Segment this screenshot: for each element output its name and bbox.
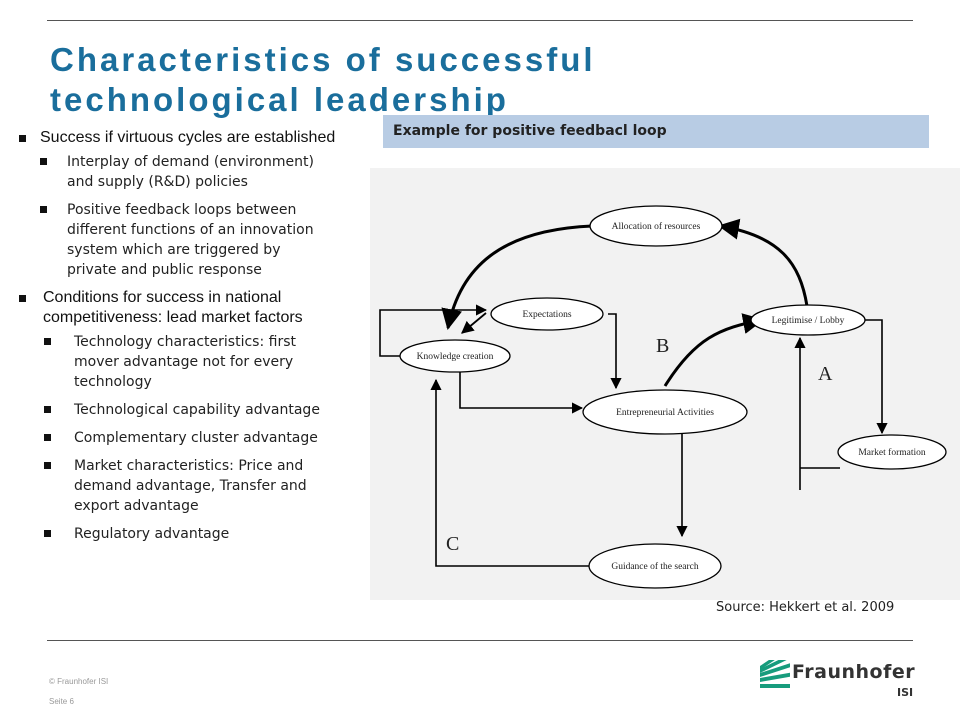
bottom-rule <box>47 640 913 641</box>
bullet-list: Success if virtuous cycles are establish… <box>18 128 363 658</box>
edge-knowledge-loop <box>379 304 488 357</box>
top-rule <box>47 20 913 21</box>
square-bullet-icon <box>40 206 47 213</box>
square-bullet-icon <box>19 135 26 142</box>
node-label: Entrepreneurial Activities <box>616 408 714 418</box>
edge-knowledge-to-entrepreneurial <box>459 368 584 414</box>
edge-legitimise-to-allocation <box>717 218 809 307</box>
square-bullet-icon <box>44 462 51 469</box>
node-label: Market formation <box>858 447 926 458</box>
node-entrepreneurial: Entrepreneurial Activities <box>582 389 748 435</box>
bullet-text: Success if virtuous cycles are establish… <box>40 129 336 146</box>
square-bullet-icon <box>44 406 51 413</box>
bullet-text: Market characteristics: Price and demand… <box>74 458 307 514</box>
bullet-text: Positive feedback loops between differen… <box>67 202 314 278</box>
edge-market-to-legitimise <box>794 336 840 490</box>
bullet-level2: Regulatory advantage <box>18 524 363 544</box>
square-bullet-icon <box>44 530 51 537</box>
example-header-text: Example for positive feedbacl loop <box>393 123 667 139</box>
bullet-level2: Interplay of demand (environment) and su… <box>18 152 363 192</box>
node-allocation: Allocation of resources <box>589 205 723 247</box>
example-header: Example for positive feedbacl loop <box>383 115 929 148</box>
bullet-level2: Positive feedback loops between differen… <box>18 200 363 280</box>
bullet-text: Regulatory advantage <box>74 526 230 542</box>
bullet-level2: Market characteristics: Price and demand… <box>18 456 363 516</box>
title-line-1: Characteristics of successful <box>50 41 596 78</box>
bullet-level1: Success if virtuous cycles are establish… <box>18 128 363 148</box>
edge-allocation-to-knowledge <box>441 224 593 331</box>
bullet-text: Technology characteristics: first mover … <box>74 334 296 390</box>
fraunhofer-logo: Fraunhofer ISI <box>760 658 925 706</box>
node-knowledge: Knowledge creation <box>399 339 511 373</box>
node-label: Allocation of resources <box>612 221 701 232</box>
loop-label-b: B <box>656 335 669 357</box>
edge-expectations-to-knowledge <box>461 312 487 334</box>
node-guidance: Guidance of the search <box>588 543 722 589</box>
feedback-loop-diagram: Allocation of resources Expectations Leg… <box>370 168 960 600</box>
footer-copyright: © Fraunhofer ISI <box>49 677 109 686</box>
bullet-text: Interplay of demand (environment) and su… <box>67 154 314 190</box>
square-bullet-icon <box>44 434 51 441</box>
bullet-level2: Technological capability advantage <box>18 400 363 420</box>
node-expectations: Expectations <box>490 297 604 331</box>
loop-label-a: A <box>818 363 833 385</box>
bullet-text: Complementary cluster advantage <box>74 430 318 446</box>
node-market: Market formation <box>837 434 947 470</box>
bullet-level2: Complementary cluster advantage <box>18 428 363 448</box>
title-line-2: technological leadership <box>50 81 509 118</box>
edge-expectations-to-entrepreneurial <box>608 313 622 390</box>
bullet-text: Conditions for success in national compe… <box>43 289 303 326</box>
bullet-level1: Conditions for success in national compe… <box>18 288 363 328</box>
square-bullet-icon <box>44 338 51 345</box>
bullet-level2: Technology characteristics: first mover … <box>18 332 363 392</box>
logo-wordmark: Fraunhofer <box>792 661 916 683</box>
footer-page-number: Seite 6 <box>49 697 74 706</box>
square-bullet-icon <box>19 295 26 302</box>
node-label: Legitimise / Lobby <box>772 316 845 326</box>
source-citation: Source: Hekkert et al. 2009 <box>716 600 895 615</box>
node-legitimise: Legitimise / Lobby <box>750 304 866 336</box>
logo-institute: ISI <box>897 686 914 699</box>
node-label: Guidance of the search <box>611 561 699 572</box>
edge-entrepreneurial-to-legitimise <box>663 313 765 387</box>
edge-guidance-to-knowledge <box>430 378 590 567</box>
loop-label-c: C <box>446 533 459 555</box>
node-label: Expectations <box>522 310 571 320</box>
square-bullet-icon <box>40 158 47 165</box>
fraunhofer-mark-icon <box>760 660 790 688</box>
bullet-text: Technological capability advantage <box>74 402 320 418</box>
edge-legitimise-to-market <box>850 319 888 435</box>
feedback-loop-svg: Allocation of resources Expectations Leg… <box>379 205 947 589</box>
node-label: Knowledge creation <box>417 352 494 362</box>
slide-title: Characteristics of successful technologi… <box>50 40 770 120</box>
